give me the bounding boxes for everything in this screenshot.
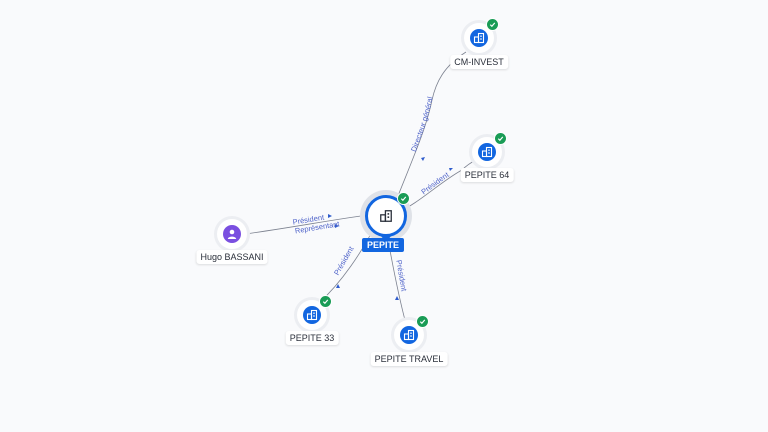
verified-badge (397, 192, 410, 205)
building-icon (473, 32, 485, 44)
arrow-icon (336, 284, 340, 288)
person-icon (227, 229, 237, 239)
check-icon (322, 299, 329, 305)
building-icon (306, 309, 318, 321)
building-icon (403, 329, 415, 341)
building-icon (380, 210, 392, 222)
arrow-icon (395, 296, 399, 300)
node-label-pepite-64: PEPITE 64 (460, 168, 514, 182)
arrow-icon (335, 224, 339, 228)
edge-label-pepite-travel: Président (394, 259, 409, 293)
verified-badge (494, 132, 507, 145)
node-pepite-main[interactable] (365, 192, 410, 242)
node-pepite-33[interactable] (297, 295, 332, 330)
edge-label-cm-invest: Directeur général (409, 95, 435, 153)
node-hugo-bassani[interactable] (217, 219, 247, 249)
verified-badge (416, 315, 429, 328)
arrow-icon (328, 214, 332, 218)
node-pepite-64[interactable] (472, 132, 507, 167)
node-label-pepite-33: PEPITE 33 (285, 331, 339, 345)
node-pepite-travel[interactable] (394, 315, 429, 350)
verified-badge (319, 295, 332, 308)
check-icon (419, 319, 426, 325)
arrow-icon (421, 157, 425, 161)
building-icon (481, 146, 493, 158)
node-label-hugo-bassani: Hugo BASSANI (196, 250, 268, 264)
check-icon (489, 22, 496, 28)
node-label-pepite-travel: PEPITE TRAVEL (370, 352, 448, 366)
edge-label-pepite-64: Président (419, 170, 451, 197)
check-icon (400, 196, 407, 202)
node-label-cm-invest: CM-INVEST (450, 55, 508, 69)
check-icon (497, 136, 504, 142)
edge-label-pepite-33: Président (332, 244, 356, 277)
node-cm-invest[interactable] (464, 18, 499, 53)
node-label-pepite-main: PEPITE (361, 238, 405, 252)
arrow-icon (449, 168, 453, 171)
verified-badge (486, 18, 499, 31)
